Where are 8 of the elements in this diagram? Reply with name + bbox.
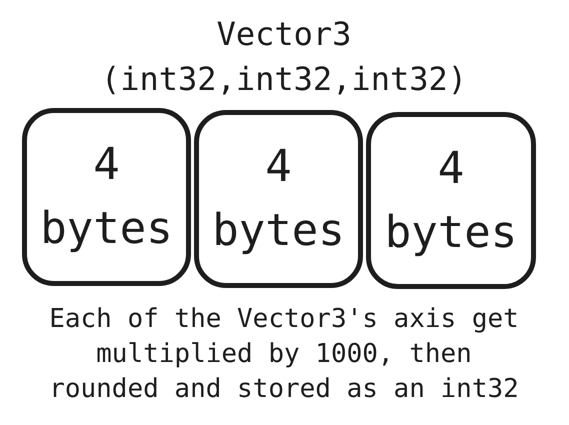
byte-block [22,108,191,286]
byte-block [194,110,363,288]
title: Vector3 (int32,int32,int32) [100,14,468,100]
block-label: 4 bytes [384,142,518,260]
block-label: 4 bytes [211,140,346,258]
block-label: 4 bytes [39,138,174,256]
byte-block [366,112,536,289]
caption: Each of the Vector3's axis get multiplied by 1000, then rounded and stored as an int32 [48,303,520,406]
